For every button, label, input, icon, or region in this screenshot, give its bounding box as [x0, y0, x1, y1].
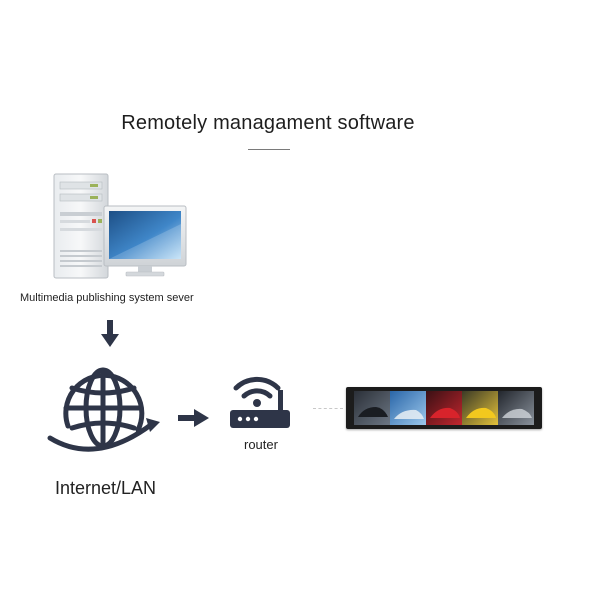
wifi-router-icon [228, 370, 292, 432]
globe-icon [46, 362, 162, 462]
router-label: router [244, 437, 278, 452]
arrow-down-icon [100, 320, 120, 348]
arrow-right-icon [178, 408, 210, 428]
diagram-title: Remotely managament software [121, 112, 415, 134]
stretched-bar-display-icon [346, 387, 542, 429]
server-label: Multimedia publishing system sever [20, 292, 194, 304]
server-computer-icon [50, 172, 190, 282]
connection-line [313, 408, 343, 410]
title-divider [248, 149, 290, 150]
internet-label: Internet/LAN [55, 478, 157, 498]
